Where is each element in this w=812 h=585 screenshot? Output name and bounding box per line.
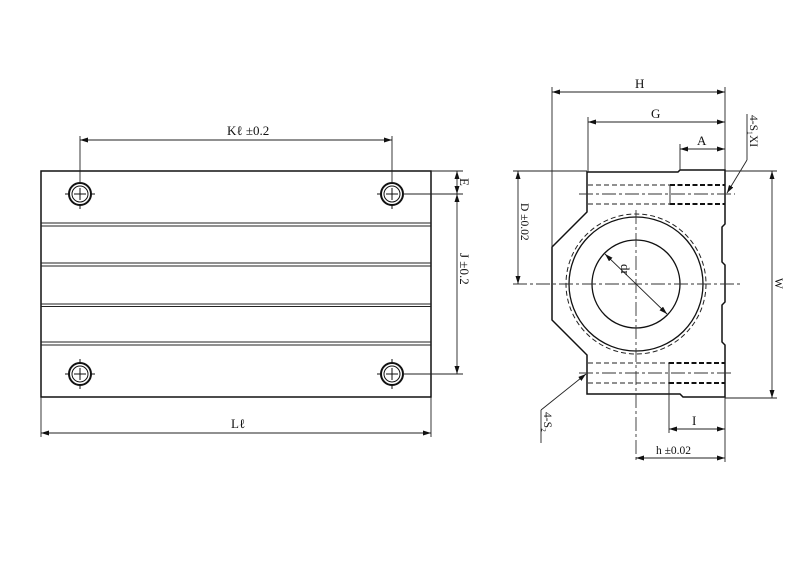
callout-4-s2-label: 4-S₂ (541, 412, 553, 432)
dimension-kl-label: Kℓ ±0.2 (227, 123, 269, 138)
dimension-w-label: W (772, 278, 784, 289)
dimension-h-total-label: H (635, 76, 644, 91)
dimension-h-label: h ±0.02 (656, 445, 691, 457)
dimension-e-j: E J ±0.2 (403, 170, 472, 375)
side-view: H G A 4-S₁XI D ±0.02 dr (513, 76, 784, 462)
dimension-dr: dr (604, 253, 668, 315)
dimension-d: D ±0.02 (515, 171, 530, 284)
dimension-h-total: H (551, 76, 726, 247)
dimension-i: I (668, 394, 726, 462)
dimension-ll: Lℓ (40, 397, 432, 437)
tapped-hole-bottom (579, 362, 732, 394)
mounting-hole-bottom-right (377, 359, 407, 389)
dimension-w: W (769, 171, 784, 398)
dimension-h: h ±0.02 (636, 445, 725, 461)
tapped-hole-top (579, 184, 735, 205)
dimension-kl: Kℓ ±0.2 (79, 123, 393, 183)
dimension-ll-label: Lℓ (231, 416, 245, 431)
dimension-i-label: I (692, 413, 696, 428)
housing-outline (551, 169, 726, 398)
callout-4-s1: 4-S₁XI (726, 114, 759, 194)
dimension-e-label: E (457, 178, 472, 186)
mounting-hole-bottom-left (65, 359, 95, 389)
dimension-g: G (587, 106, 725, 172)
grooves (41, 222, 431, 346)
callout-4-s2: 4-S₂ (540, 373, 587, 443)
dimension-g-label: G (651, 106, 660, 121)
front-view: Kℓ ±0.2 E J ±0.2 Lℓ (40, 123, 472, 437)
dimension-j-label: J ±0.2 (457, 253, 472, 285)
dimension-a: A (679, 133, 725, 170)
callout-4-s1-label: 4-S₁XI (747, 115, 759, 147)
dimension-d-label: D ±0.02 (518, 203, 530, 241)
block-outline (40, 170, 432, 398)
mounting-hole-top-left (65, 182, 95, 209)
mounting-hole-top-right (377, 182, 407, 209)
dimension-a-label: A (697, 133, 707, 148)
dimension-dr-label: dr (618, 264, 633, 276)
